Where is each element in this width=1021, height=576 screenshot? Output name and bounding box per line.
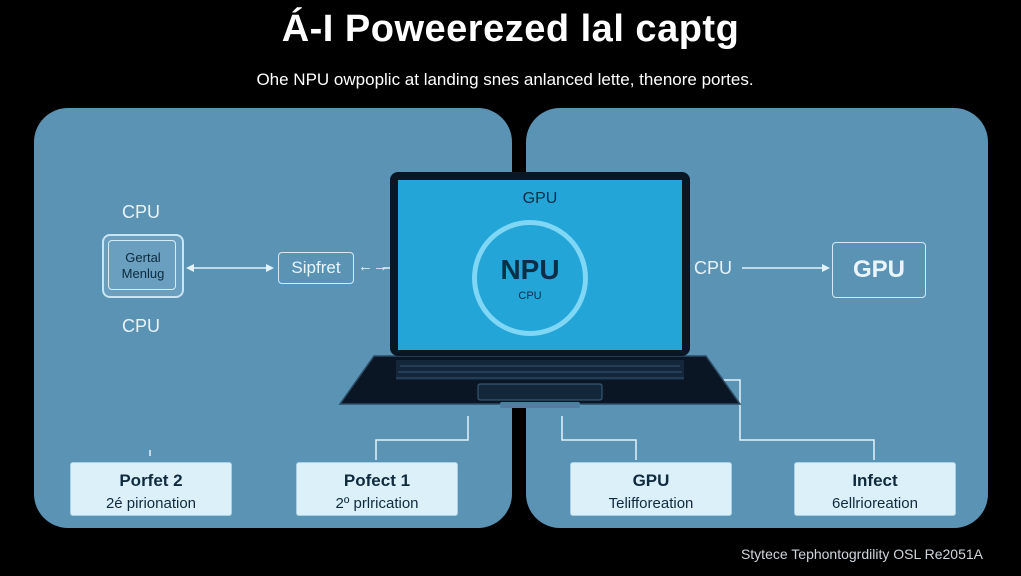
arrowhead-gpu xyxy=(822,264,830,272)
keyboard-keys xyxy=(396,365,684,379)
chip-text-line1: Gertal xyxy=(125,250,161,265)
npu-label: NPU xyxy=(500,254,560,285)
bottom-box-porfet2: Porfet 2 2é pirionation xyxy=(70,462,232,516)
laptop-keyboard xyxy=(396,360,684,380)
bottom-box-title: Infect xyxy=(852,471,898,490)
diagram-subtitle: Ohe NPU owpoplic at landing snes anlance… xyxy=(256,70,754,89)
bottom-box-title: Pofect 1 xyxy=(343,471,411,490)
bottom-box-sub: Telifforeation xyxy=(608,495,694,512)
screen-gpu-label: GPU xyxy=(522,190,558,207)
chip-text-line2: Menlug xyxy=(121,266,165,281)
gpu-box: GPU xyxy=(832,242,926,298)
laptop-front-edge xyxy=(500,402,580,408)
cpu-label-bottom: CPU xyxy=(122,316,161,336)
cpu-label-right: CPU xyxy=(694,258,733,278)
chip-inner-border xyxy=(108,240,176,290)
laptop-touchpad xyxy=(477,383,603,401)
bottom-box-pofect1: Pofect 1 2º prlrication xyxy=(296,462,458,516)
connector-infect xyxy=(720,379,875,460)
bottom-box-gpu: GPU Telifforeation xyxy=(570,462,732,516)
arrowhead-left xyxy=(186,264,194,272)
connector-gpu-bottom xyxy=(561,416,637,460)
connector-pofect1 xyxy=(375,416,469,460)
bottom-box-title: Porfet 2 xyxy=(119,471,183,490)
npu-sub-label: CPU xyxy=(518,290,542,302)
npu-ring xyxy=(472,220,588,336)
bottom-box-sub: 2º prlrication xyxy=(335,495,419,512)
diagram-title: Á-I Poweerezed lal captg xyxy=(281,8,740,50)
bidirectional-arrow-icon: ←→ xyxy=(358,258,388,275)
cpu-label-top: CPU xyxy=(122,202,161,222)
bottom-box-sub: 6ellrioreation xyxy=(832,495,918,512)
bottom-box-title: GPU xyxy=(632,471,670,490)
bottom-box-infect: Infect 6ellrioreation xyxy=(794,462,956,516)
arrowhead-right xyxy=(266,264,274,272)
image-credit: Stytece Tephontogrdility OSL Re2051A xyxy=(740,546,983,562)
bottom-box-sub: 2é pirionation xyxy=(105,495,197,512)
chip-icon: Gertal Menlug xyxy=(102,234,184,298)
sipfret-box: Sipfret xyxy=(278,252,354,284)
